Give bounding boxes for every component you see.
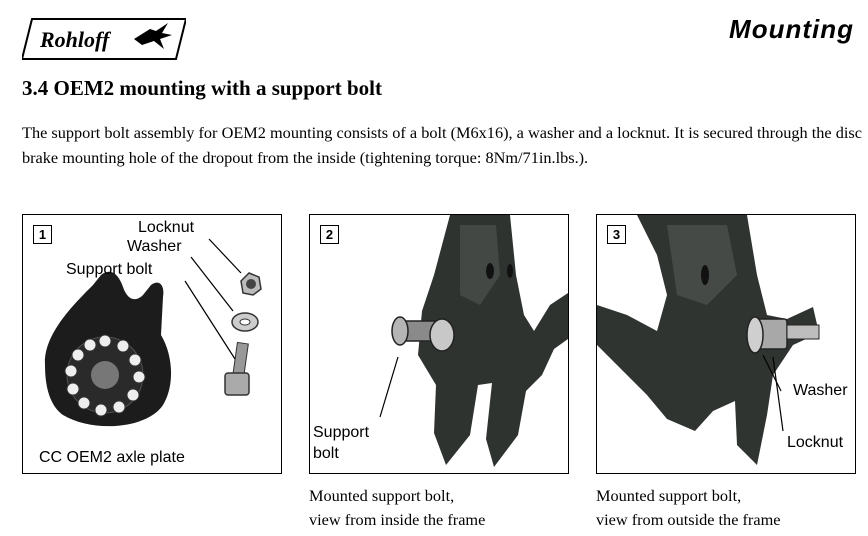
washer-leader <box>762 354 782 392</box>
outside-frame-photo <box>597 215 855 473</box>
figure-number: 3 <box>607 225 626 244</box>
page-heading: 3.4 OEM2 mounting with a support bolt <box>22 76 382 100</box>
support-bolt-leader <box>184 280 236 360</box>
washer-leader <box>190 256 234 312</box>
label-bolt: bolt <box>313 445 339 462</box>
caption-line: Mounted support bolt, <box>309 486 455 505</box>
label-support: Support <box>313 424 370 441</box>
section-title: Mounting <box>729 14 854 44</box>
figure-3: 3 Washer Locknut <box>596 214 856 474</box>
label-axle-plate: CC OEM2 axle plate <box>39 449 185 466</box>
figure-number: 2 <box>320 225 339 244</box>
logo-text: Rohloff <box>39 27 112 52</box>
frame-dropout <box>418 215 568 467</box>
intro-paragraph: The support bolt assembly for OEM2 mount… <box>22 123 862 167</box>
bird-icon <box>134 23 172 49</box>
figure-number: 1 <box>33 225 52 244</box>
locknut-leader <box>772 356 784 432</box>
figure-1: 1 Locknut Washer Support bolt CC OEM2 ax… <box>22 214 282 474</box>
label-locknut: Locknut <box>138 219 195 236</box>
rohloff-logo: Rohloff <box>22 17 186 61</box>
figure-2: 2 Support bolt <box>309 214 569 474</box>
axle-plate-photo <box>44 238 262 427</box>
mounted-washer <box>746 316 764 354</box>
bolt-head <box>224 372 250 396</box>
label-washer: Washer <box>127 238 182 255</box>
support-bolt-leader <box>379 356 399 418</box>
figure-3-caption: Mounted support bolt, view from outside … <box>596 484 780 532</box>
figure-2-caption: Mounted support bolt, view from inside t… <box>309 484 485 532</box>
label-locknut: Locknut <box>787 434 844 451</box>
caption-line: view from inside the frame <box>309 510 486 529</box>
frame-dropout <box>597 215 819 465</box>
rohloff-logo-art: Rohloff <box>22 18 186 60</box>
label-washer: Washer <box>793 382 848 399</box>
inside-frame-photo <box>310 215 568 473</box>
axle-plate-center <box>91 361 119 389</box>
caption-line: Mounted support bolt, <box>596 486 742 505</box>
mounted-locknut <box>429 318 455 352</box>
label-support-bolt: Support bolt <box>66 261 153 278</box>
caption-line: view from outside the frame <box>596 510 781 529</box>
locknut-leader <box>208 238 242 274</box>
axle-plate-holes <box>64 334 146 417</box>
